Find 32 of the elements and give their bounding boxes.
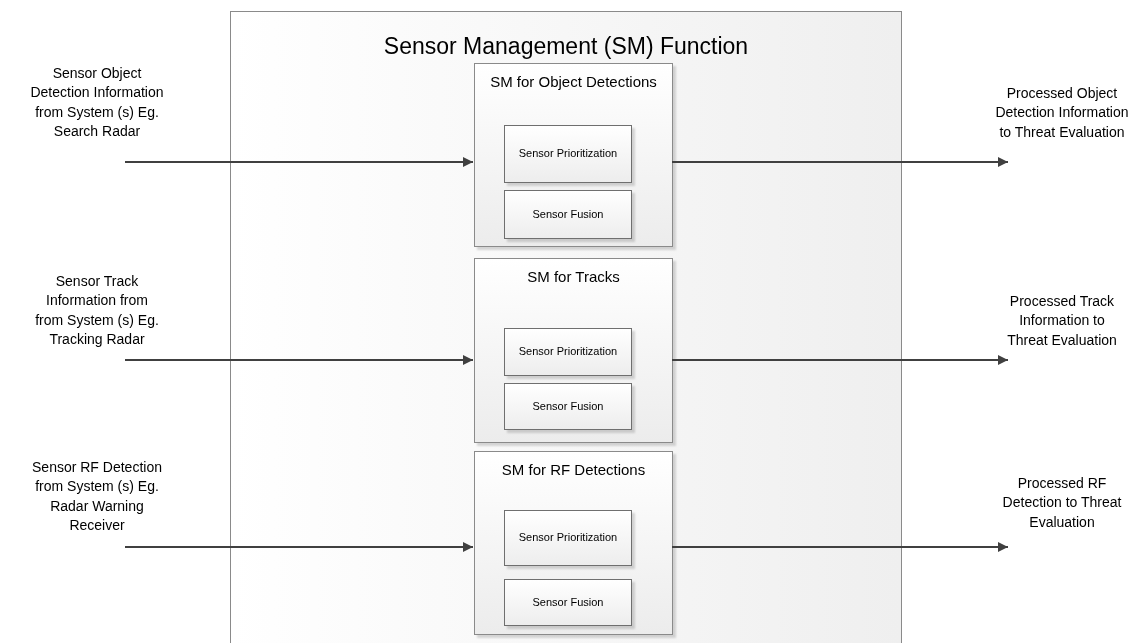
process-box	[504, 190, 632, 239]
group-box	[474, 451, 673, 635]
process-label: Sensor Prioritization	[518, 344, 618, 360]
group-heading: SM for Tracks	[527, 267, 620, 287]
output-label: Processed Track Information to Threat Evaluation	[1006, 292, 1118, 350]
arrow	[124, 157, 474, 167]
process-label: Sensor Fusion	[532, 398, 604, 414]
input-label: Sensor Object Detection Information from System (s) Eg. Search Radar	[29, 64, 165, 141]
arrow	[671, 355, 1009, 365]
group-box	[474, 63, 673, 247]
process-label: Sensor Prioritization	[518, 146, 618, 162]
panel-title: Sensor Management (SM) Function	[383, 32, 749, 61]
process-box	[504, 328, 632, 376]
process-label: Sensor Fusion	[532, 594, 604, 610]
input-label: Sensor RF Detection from System (s) Eg. Radar Warning Receiver	[31, 458, 163, 535]
arrow	[671, 542, 1009, 552]
group-box	[474, 258, 673, 443]
process-label: Sensor Prioritization	[518, 530, 618, 546]
input-label: Sensor Track Information from from System (s) Eg. Tracking Radar	[34, 272, 160, 349]
output-label: Processed RF Detection to Threat Evaluation	[1001, 474, 1123, 532]
process-box	[504, 510, 632, 566]
arrow	[124, 542, 474, 552]
process-box	[504, 383, 632, 430]
output-label: Processed Object Detection Information to Threat Evaluation	[994, 84, 1130, 142]
process-box	[504, 579, 632, 626]
process-box	[504, 125, 632, 183]
arrow	[671, 157, 1009, 167]
function-panel	[230, 11, 902, 643]
group-heading: SM for Object Detections	[490, 72, 657, 92]
arrow	[124, 355, 474, 365]
group-heading: SM for RF Detections	[501, 460, 646, 480]
process-label: Sensor Fusion	[532, 206, 604, 222]
